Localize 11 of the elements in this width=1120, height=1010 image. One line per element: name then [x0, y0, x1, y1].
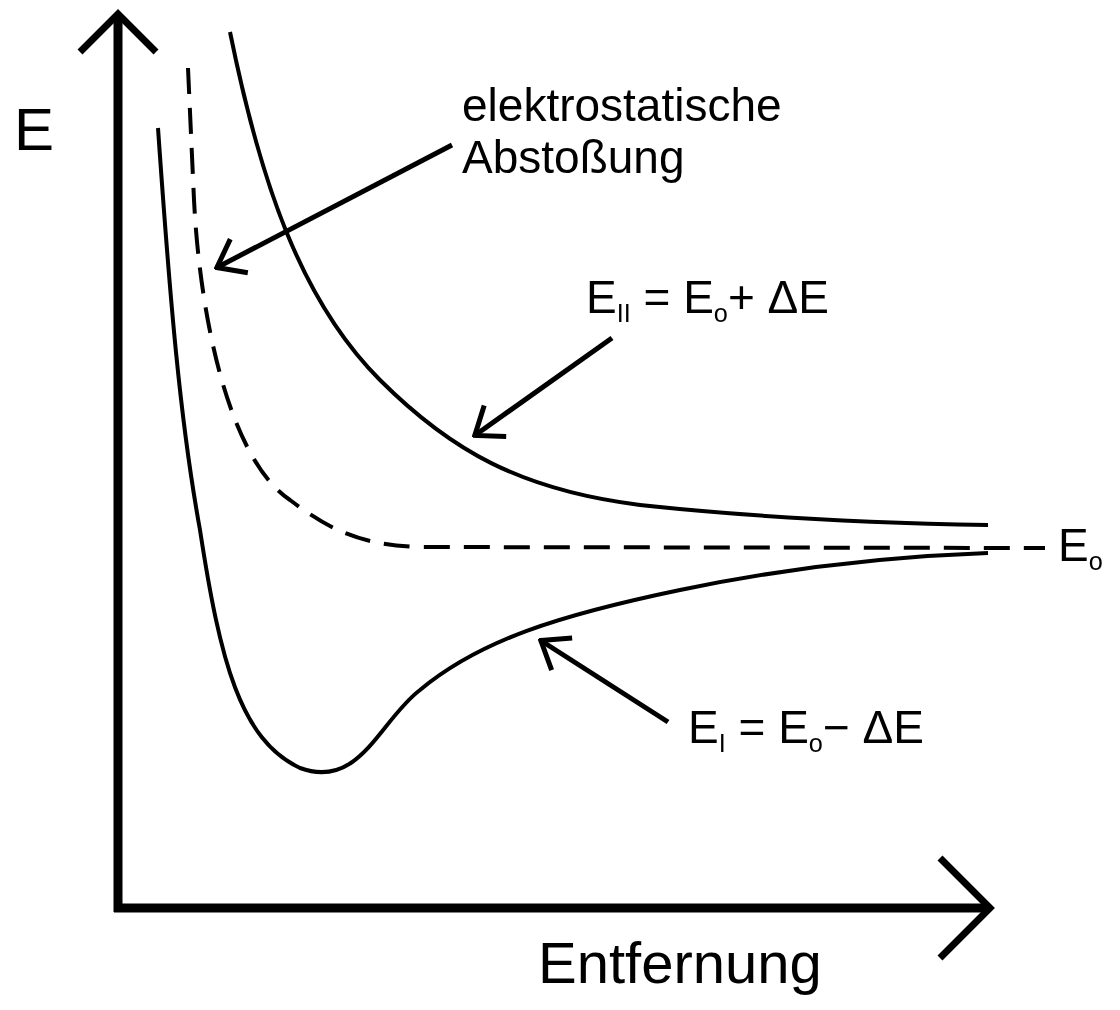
leader-arrow: [472, 335, 614, 439]
annotation-text: elektrostatische Abstoßung: [462, 80, 802, 184]
upper-energy-curve: [228, 31, 989, 527]
formula-label: E$_{II}$ = E$_{o}$+ ΔE: [586, 272, 829, 328]
level-label: E$_{o}$: [1058, 522, 1103, 575]
leader-arrow: [538, 635, 670, 725]
axis-label: E: [14, 100, 55, 160]
leader-arrow: [214, 142, 454, 276]
formula-label: E$_{I}$ = E$_{o}$− ΔE: [688, 702, 924, 758]
dashed-energy-curve: [186, 67, 1045, 550]
lower-energy-curve: [156, 127, 989, 774]
